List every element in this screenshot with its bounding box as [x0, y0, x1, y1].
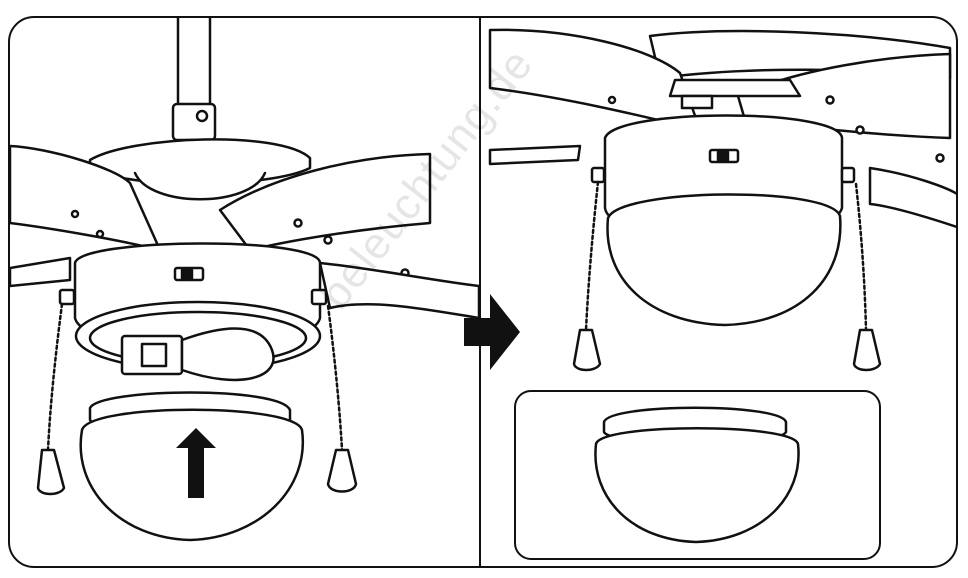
reverse-switch-installed: [708, 148, 740, 164]
pull-chain-left: [46, 302, 64, 452]
light-kit-housing-installed: [603, 114, 844, 240]
panel-left-install-globe: [10, 18, 479, 542]
pull-chain-right-installed: [854, 182, 868, 332]
light-bulb: [180, 327, 275, 382]
downrod-coupler: [171, 102, 217, 142]
panel-divider: [479, 18, 481, 566]
pull-chain-fob-left-installed: [572, 328, 602, 372]
pull-chain-fob-left: [36, 448, 66, 496]
pull-chain-fob-right-installed: [852, 328, 882, 372]
inset-globe-rim: [602, 406, 788, 444]
fan-blade-right: [218, 152, 432, 252]
inset-glass-globe: [594, 427, 800, 544]
fan-blade-right-installed: [736, 52, 952, 140]
fan-downrod: [176, 18, 212, 108]
pull-chain-right: [326, 304, 344, 452]
up-arrow-icon: [176, 428, 216, 498]
instruction-frame: beleuchtung.de: [8, 16, 958, 568]
globe-inset-box: [514, 390, 881, 560]
glass-globe-installed: [606, 193, 842, 327]
pull-chain-left-installed: [584, 180, 600, 332]
pull-chain-fob-right: [326, 448, 358, 493]
